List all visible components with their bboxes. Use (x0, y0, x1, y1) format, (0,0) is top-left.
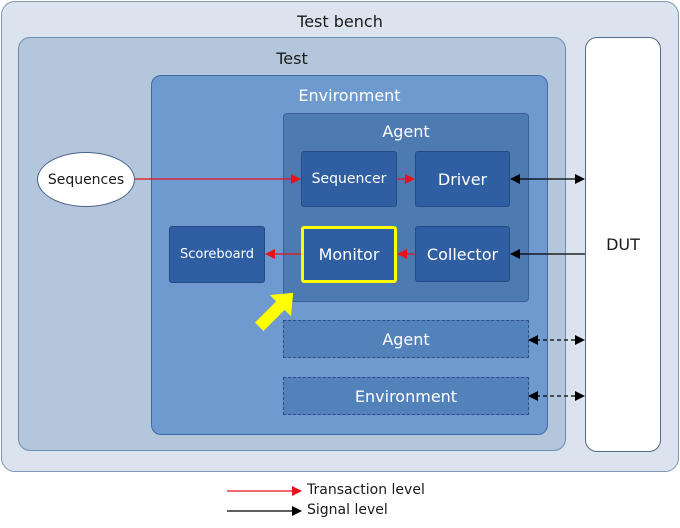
test-label: Test (276, 49, 308, 68)
testbench-label: Test bench (297, 12, 383, 31)
secondary-agent-block: Agent (283, 320, 529, 358)
monitor-block: Monitor (301, 226, 397, 283)
highlight-arrow-icon (254, 292, 294, 332)
legend-transaction-label: Transaction level (307, 482, 425, 498)
dut-block: DUT (585, 37, 661, 452)
agent-label: Agent (382, 122, 430, 141)
collector-block: Collector (415, 226, 510, 282)
secondary-environment-block: Environment (283, 377, 529, 415)
legend-signal-label: Signal level (307, 502, 388, 518)
scoreboard-block: Scoreboard (169, 226, 265, 283)
driver-block: Driver (415, 151, 510, 207)
sequencer-block: Sequencer (301, 151, 397, 207)
sequences-ellipse: Sequences (37, 152, 135, 207)
environment-label: Environment (298, 86, 401, 105)
